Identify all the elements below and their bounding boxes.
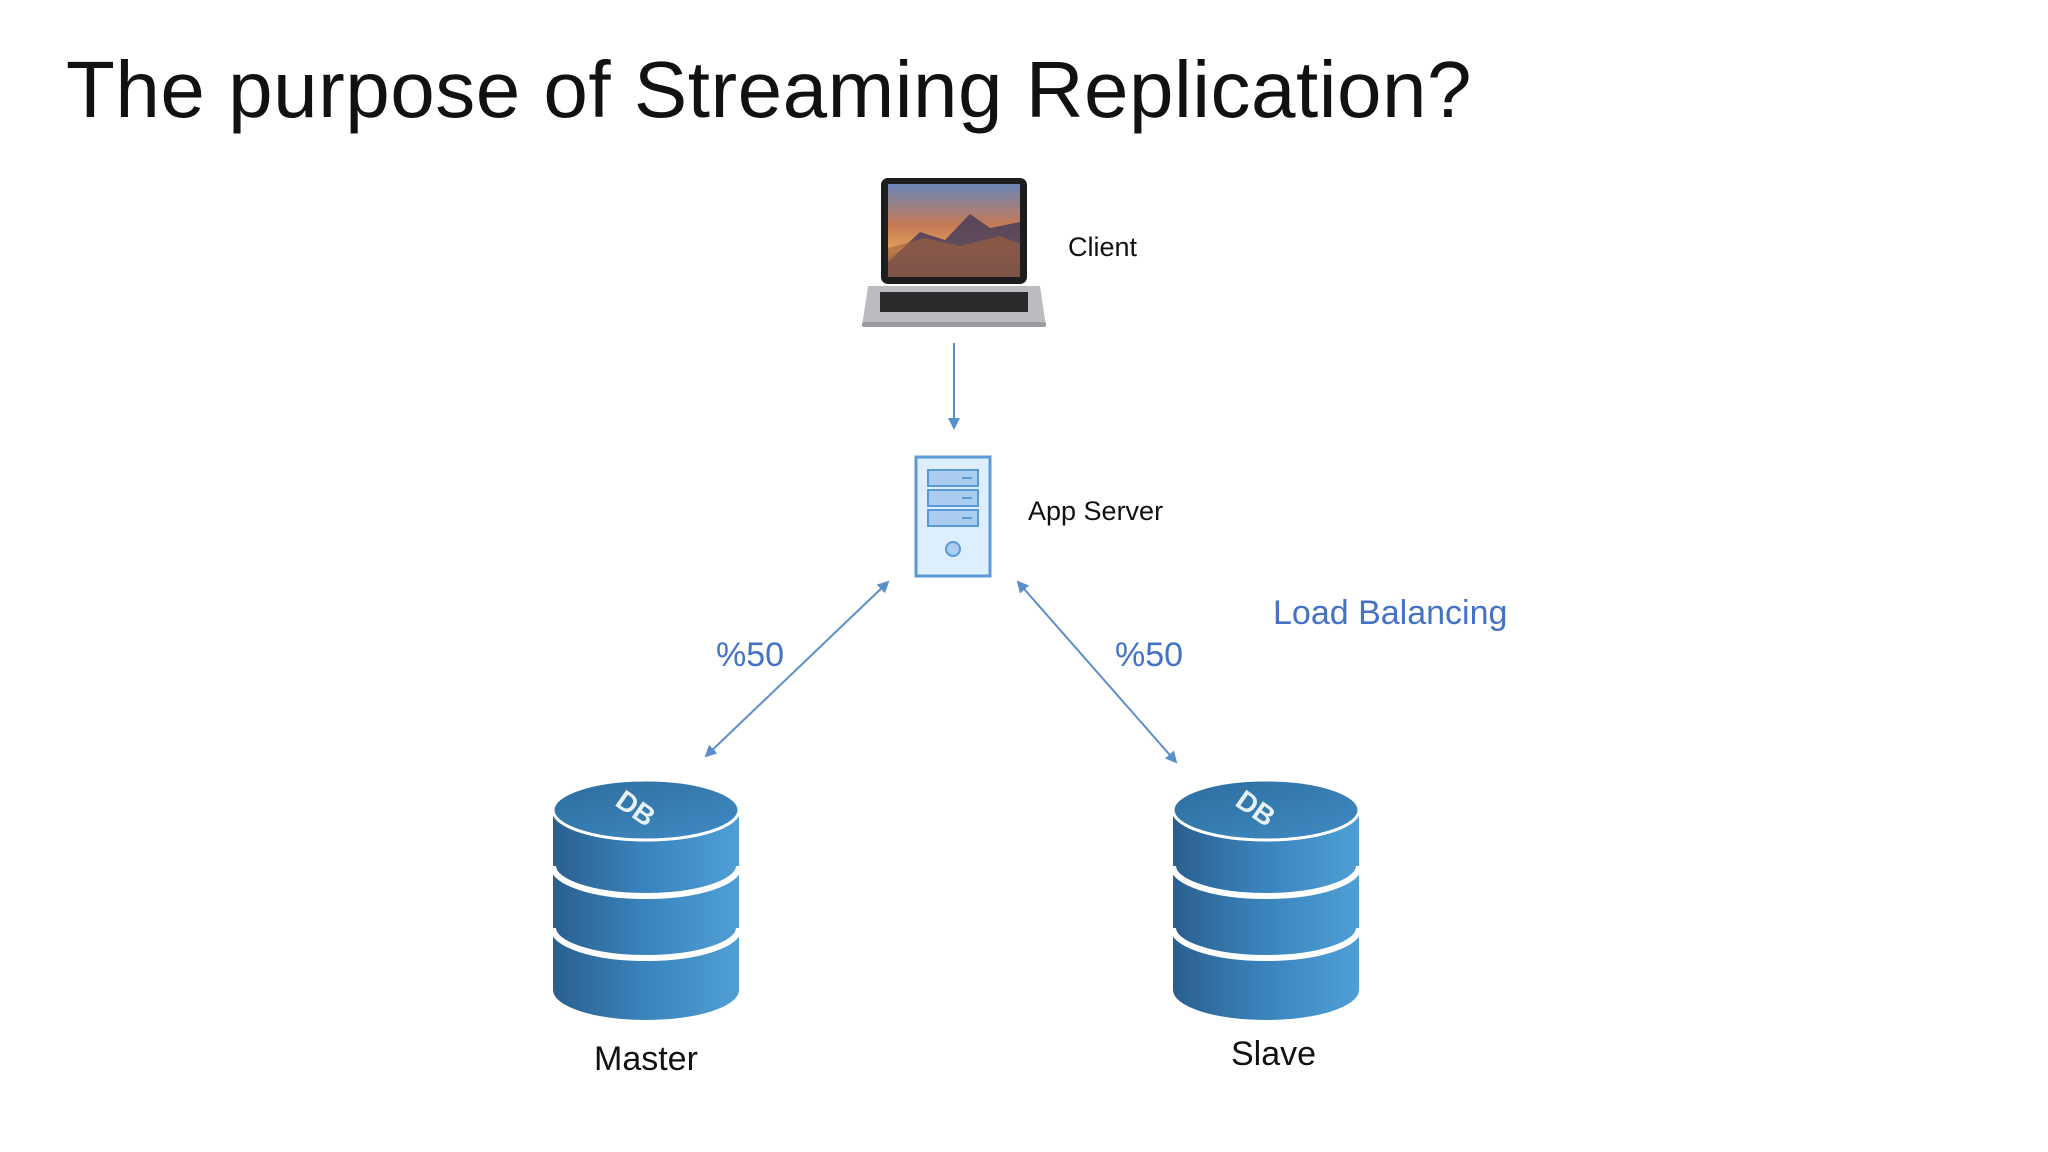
database-icon-master: DB (550, 778, 742, 1020)
laptop-icon (862, 178, 1046, 327)
arrow-app-to-slave (1016, 580, 1178, 764)
arrow-app-to-master (704, 580, 890, 758)
slave-label: Slave (1231, 1035, 1317, 1073)
server-icon (914, 455, 992, 578)
master-share-label: %50 (716, 636, 785, 674)
client-label: Client (1068, 232, 1138, 262)
slave-share-label: %50 (1115, 636, 1184, 674)
master-label: Master (594, 1040, 698, 1078)
slide-title: The purpose of Streaming Replication? (66, 45, 1472, 134)
app-server-label: App Server (1028, 496, 1164, 526)
database-icon-slave: DB (1170, 778, 1362, 1020)
load-balancing-label: Load Balancing (1273, 594, 1508, 632)
